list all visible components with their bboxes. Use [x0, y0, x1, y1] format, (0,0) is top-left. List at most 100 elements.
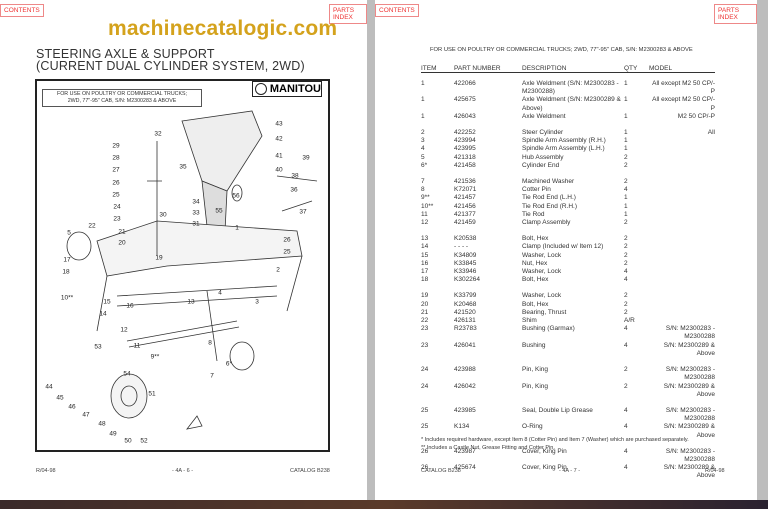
cell-qty: 2 [624, 382, 628, 390]
callout-number: 18 [62, 268, 70, 276]
cell-model [649, 243, 715, 251]
cell-item: 21 [421, 308, 429, 316]
cell-item: 14 [421, 243, 429, 251]
cell-item: 20 [421, 300, 429, 308]
callout-number: 33 [192, 209, 200, 217]
cell-item: 1 [421, 80, 425, 87]
cell-model [649, 219, 715, 227]
cell-qty: 4 [624, 276, 628, 284]
cell-item: 19 [421, 292, 429, 300]
cell-qty: 2 [624, 243, 628, 251]
callout-number: 27 [112, 166, 120, 174]
callout-number: 5 [67, 229, 71, 237]
callout-number: 15 [103, 298, 111, 306]
cell-item: 9** [421, 194, 430, 202]
callout-number: 55 [215, 207, 223, 215]
callout-number: 3 [255, 298, 259, 306]
cell-qty: 4 [624, 341, 628, 349]
callout-number: 40 [275, 166, 283, 174]
callout-number: 44 [45, 383, 53, 391]
exploded-diagram [35, 79, 330, 452]
callout-number: 46 [68, 403, 76, 411]
cell-item: 22 [421, 317, 429, 325]
cell-description: Bushing (Garmax) [522, 325, 575, 333]
callout-number: 42 [275, 135, 283, 143]
cell-qty: 4 [624, 186, 628, 194]
footnotes: * Includes required hardware, except Ite… [421, 436, 751, 452]
cell-description: Hub Assembly [522, 153, 564, 161]
cell-part-number: K302264 [454, 276, 481, 284]
cell-part-number: 421457 [454, 194, 476, 202]
cell-description: Tie Rod [522, 210, 545, 218]
cell-model [649, 268, 715, 276]
cell-description: Shim [522, 317, 537, 325]
cell-description: Bushing [522, 341, 546, 349]
cell-model: S/N: M2300289 & Above [663, 382, 715, 398]
callout-number: 6* [225, 360, 233, 368]
cell-model: M2 50 CP/-P [677, 112, 715, 120]
cell-part-number: 423994 [454, 137, 476, 145]
callout-number: 8 [208, 339, 212, 347]
callout-number: 41 [275, 152, 283, 160]
footer-date: R/04-98 [36, 468, 56, 474]
parts-index-link[interactable]: PARTS INDEX [714, 4, 757, 24]
cell-description: Cotter Pin [522, 186, 551, 194]
callout-number: 26 [283, 236, 291, 244]
callout-number: 1 [235, 224, 239, 232]
cell-item: 24 [421, 366, 429, 374]
cell-qty: 1 [624, 129, 628, 137]
cell-model [649, 211, 715, 219]
cell-qty: 1 [624, 80, 628, 87]
contents-link[interactable]: CONTENTS [0, 4, 44, 17]
contents-link[interactable]: CONTENTS [375, 4, 419, 17]
parts-index-link[interactable]: PARTS INDEX [329, 4, 367, 24]
cell-part-number: R23783 [454, 325, 477, 333]
cell-model [649, 162, 715, 170]
cell-item: 26 [421, 447, 429, 455]
cell-part-number: 426041 [454, 341, 476, 349]
callout-number: 49 [109, 430, 117, 438]
cell-description: Washer, Lock [522, 268, 562, 276]
cell-qty: 2 [624, 259, 628, 267]
cell-description: Pin, King [522, 382, 549, 390]
callout-number: 37 [299, 208, 307, 216]
callout-number: 25 [112, 191, 120, 199]
footer-catalog: CATALOG B238 [290, 468, 330, 474]
axle-drawing [66, 110, 318, 430]
callout-number: 43 [275, 120, 283, 128]
cell-part-number: 421536 [454, 178, 476, 186]
cell-qty: 2 [624, 219, 628, 227]
cell-qty: 4 [624, 423, 628, 431]
cell-model [649, 137, 715, 145]
cell-qty: 1 [624, 210, 628, 218]
cell-model: S/N: M2300283 - M2300288 [665, 406, 715, 423]
cell-model [649, 317, 715, 325]
cell-part-number: K134 [454, 423, 470, 431]
usage-line-1: FOR USE ON POULTRY OR COMMERCIAL TRUCKS; [56, 91, 188, 97]
cell-description: Axle Weldment (S/N: M2300283 - M2300288) [522, 80, 619, 96]
callout-number: 22 [88, 222, 96, 230]
cell-model [649, 203, 715, 211]
cell-part-number: 422066 [454, 80, 476, 87]
watermark: machinecatalogic.com [108, 17, 338, 40]
group-spacer [421, 284, 715, 292]
cell-model: S/N: M2300283 - M2300288 [665, 366, 715, 382]
cell-qty: 1 [624, 202, 628, 210]
cell-part-number: 425674 [454, 464, 476, 472]
cell-description: Seal, Double Lip Grease [522, 406, 593, 414]
